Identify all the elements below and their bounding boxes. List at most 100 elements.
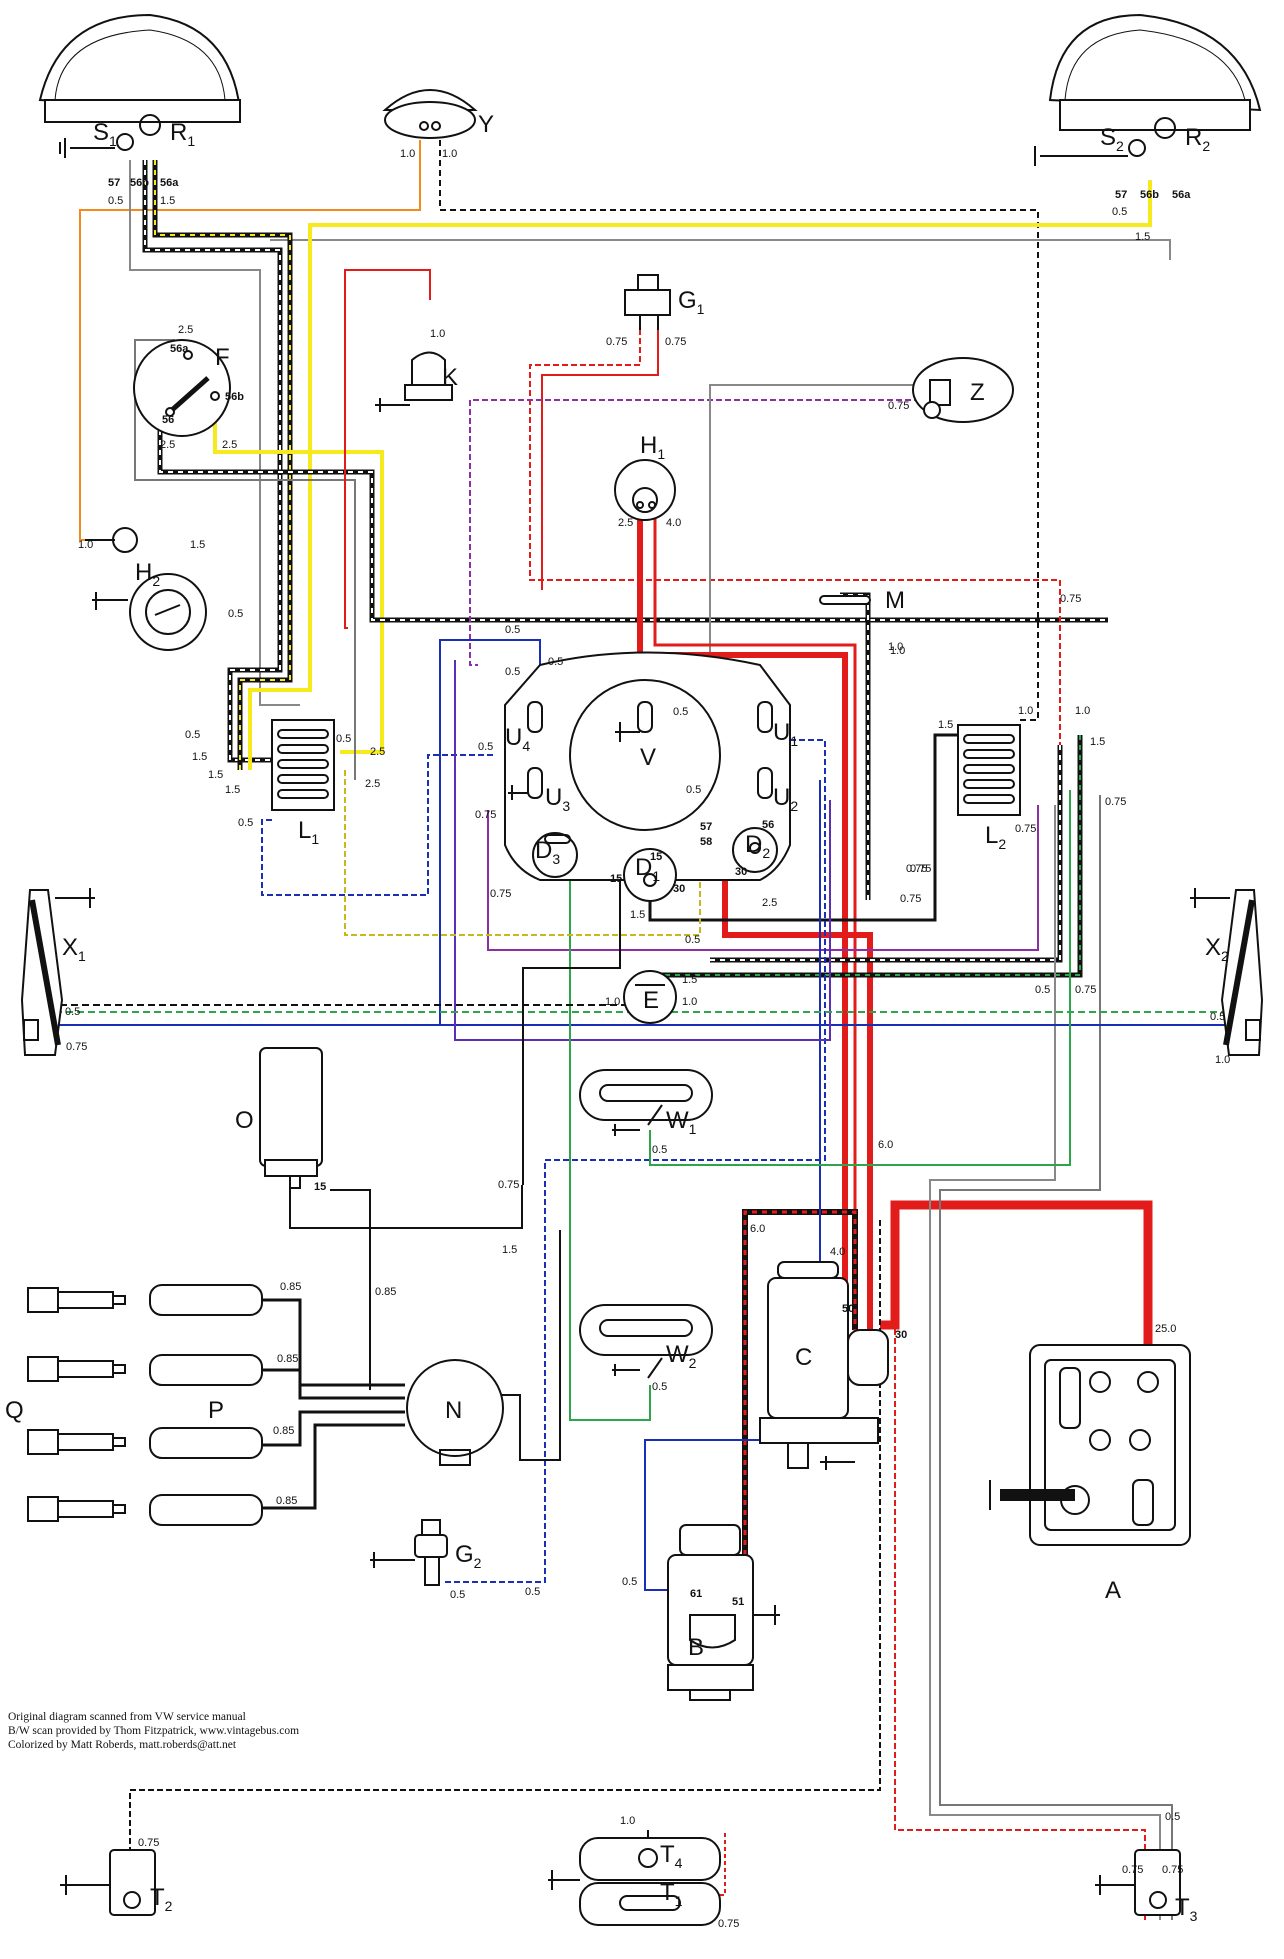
starter-c bbox=[759, 1261, 889, 1470]
pin-label: 30 bbox=[673, 883, 685, 895]
gauge-label: 1.0 bbox=[682, 996, 697, 1008]
gauge-label: 0.75 bbox=[606, 336, 627, 348]
gauge-label: 0.75 bbox=[718, 1918, 739, 1930]
pin-label: 58 bbox=[700, 836, 712, 848]
gauge-label: 1.0 bbox=[430, 328, 445, 340]
wire-black-coil bbox=[330, 1189, 371, 1390]
label-o: O bbox=[235, 1107, 254, 1134]
wire-blue-b bbox=[644, 780, 821, 1591]
gauge-label: 1.0 bbox=[888, 641, 903, 653]
wiper-w2 bbox=[579, 1304, 713, 1379]
gauge-label: 1.0 bbox=[1075, 705, 1090, 717]
label-f: F bbox=[215, 344, 230, 371]
wire-purple-l2 bbox=[487, 805, 1039, 951]
label-l1: L1 bbox=[298, 817, 319, 847]
gauge-label: 2.5 bbox=[222, 439, 237, 451]
gauge-label: 0.5 bbox=[336, 733, 351, 745]
components bbox=[20, 13, 1264, 1926]
label-t2: T2 bbox=[150, 1884, 173, 1914]
wire-black-d1 bbox=[522, 875, 621, 1185]
gauge-label: 0.85 bbox=[273, 1425, 294, 1437]
wire-blue-u4 bbox=[439, 639, 541, 1025]
gauge-label: 0.5 bbox=[652, 1381, 667, 1393]
tail-light-t3 bbox=[1095, 1849, 1181, 1916]
gauge-label: 2.5 bbox=[178, 324, 193, 336]
gauge-label: 2.5 bbox=[618, 517, 633, 529]
gauge-label: 0.75 bbox=[910, 863, 931, 875]
label-w2: W2 bbox=[666, 1341, 697, 1371]
pin-label: 57 bbox=[108, 177, 120, 189]
label-h2: H2 bbox=[135, 559, 160, 589]
gauge-label: 0.75 bbox=[66, 1041, 87, 1053]
label-c: C bbox=[795, 1344, 812, 1371]
gauge-label: 0.75 bbox=[1162, 1864, 1183, 1876]
gauge-label: 0.75 bbox=[1015, 823, 1036, 835]
gauge-label: 1.5 bbox=[938, 719, 953, 731]
gauge-label: 1.0 bbox=[605, 996, 620, 1008]
gauge-label: 1.5 bbox=[160, 195, 175, 207]
horn-y bbox=[382, 89, 478, 139]
gauge-label: 0.85 bbox=[375, 1286, 396, 1298]
label-s1: S1 bbox=[93, 119, 117, 149]
gauge-label: 1.5 bbox=[192, 751, 207, 763]
tail-light-t4-t1 bbox=[548, 1837, 721, 1926]
wire-yellow-2 bbox=[248, 235, 312, 770]
pin-label: 51 bbox=[732, 1596, 744, 1608]
headlight-left bbox=[38, 13, 242, 158]
ignition-coil-o bbox=[259, 1047, 323, 1189]
gauge-label: 0.75 bbox=[498, 1179, 519, 1191]
gauge-label: 0.75 bbox=[1075, 984, 1096, 996]
headlight-right bbox=[1034, 13, 1262, 166]
wire-red-dashed-tail bbox=[894, 1230, 1146, 1920]
gauge-label: 1.0 bbox=[78, 539, 93, 551]
gauge-label: 0.5 bbox=[548, 656, 563, 668]
gauge-label: 0.5 bbox=[228, 608, 243, 620]
gauge-label: 0.5 bbox=[1165, 1811, 1180, 1823]
dimmer-switch-f bbox=[133, 339, 231, 437]
wiper-w1 bbox=[579, 1069, 713, 1136]
wire-yellow-dimmer bbox=[213, 395, 384, 754]
credit-line: B/W scan provided by Thom Fitzpatrick, w… bbox=[8, 1725, 300, 1737]
gauge-label: 25.0 bbox=[1155, 1323, 1176, 1335]
label-x1: X1 bbox=[62, 934, 86, 964]
component-labels: S1 R1 S2 R2 Y G1 K Z F H1 H2 M U4 U1 U3 … bbox=[5, 111, 1229, 1924]
gauge-label: 1.5 bbox=[682, 974, 697, 986]
wire-black-dashed-tail bbox=[129, 1220, 881, 1850]
label-l2: L2 bbox=[985, 822, 1006, 852]
wire-dimmer-black-stripe bbox=[159, 400, 1108, 621]
wire-black-right-2-s bbox=[710, 745, 1061, 961]
label-u1: U1 bbox=[773, 719, 798, 749]
tail-light-t2 bbox=[60, 1849, 156, 1916]
gauge-label: 0.5 bbox=[108, 195, 123, 207]
wire-purple-dashed-z bbox=[469, 399, 920, 666]
wire-green-w2 bbox=[569, 870, 651, 1421]
label-s2: S2 bbox=[1100, 124, 1124, 154]
gauge-label: 0.5 bbox=[685, 934, 700, 946]
wire-grey-left-2 bbox=[270, 239, 1171, 260]
gauge-label: 0.5 bbox=[185, 729, 200, 741]
pin-label: 30 bbox=[735, 866, 747, 878]
wire-black-ignition bbox=[289, 1185, 523, 1229]
pin-label: 15 bbox=[610, 873, 622, 885]
gauge-label: 0.75 bbox=[900, 893, 921, 905]
gauge-label: 0.75 bbox=[665, 336, 686, 348]
label-x2: X2 bbox=[1205, 934, 1229, 964]
label-p: P bbox=[208, 1397, 224, 1424]
gauge-label: 1.5 bbox=[190, 539, 205, 551]
wire-dimmer-grey bbox=[134, 339, 356, 780]
pin-label: 30 bbox=[895, 1329, 907, 1341]
gauge-label: 0.75 bbox=[906, 863, 927, 875]
label-n: N bbox=[445, 1397, 462, 1424]
label-y: Y bbox=[478, 111, 494, 138]
oil-switch-g2 bbox=[370, 1519, 448, 1586]
gauge-label: 0.5 bbox=[673, 706, 688, 718]
gauge-label: 0.5 bbox=[1112, 206, 1127, 218]
wire-green-w1 bbox=[649, 790, 1071, 1166]
indicator-k bbox=[375, 351, 453, 412]
wire-blue-violet bbox=[454, 660, 831, 1041]
gauge-label: 6.0 bbox=[750, 1223, 765, 1235]
credits: Original diagram scanned from VW service… bbox=[8, 1710, 299, 1752]
pin-label: 56 bbox=[762, 819, 774, 831]
switch-h2 bbox=[85, 527, 207, 651]
